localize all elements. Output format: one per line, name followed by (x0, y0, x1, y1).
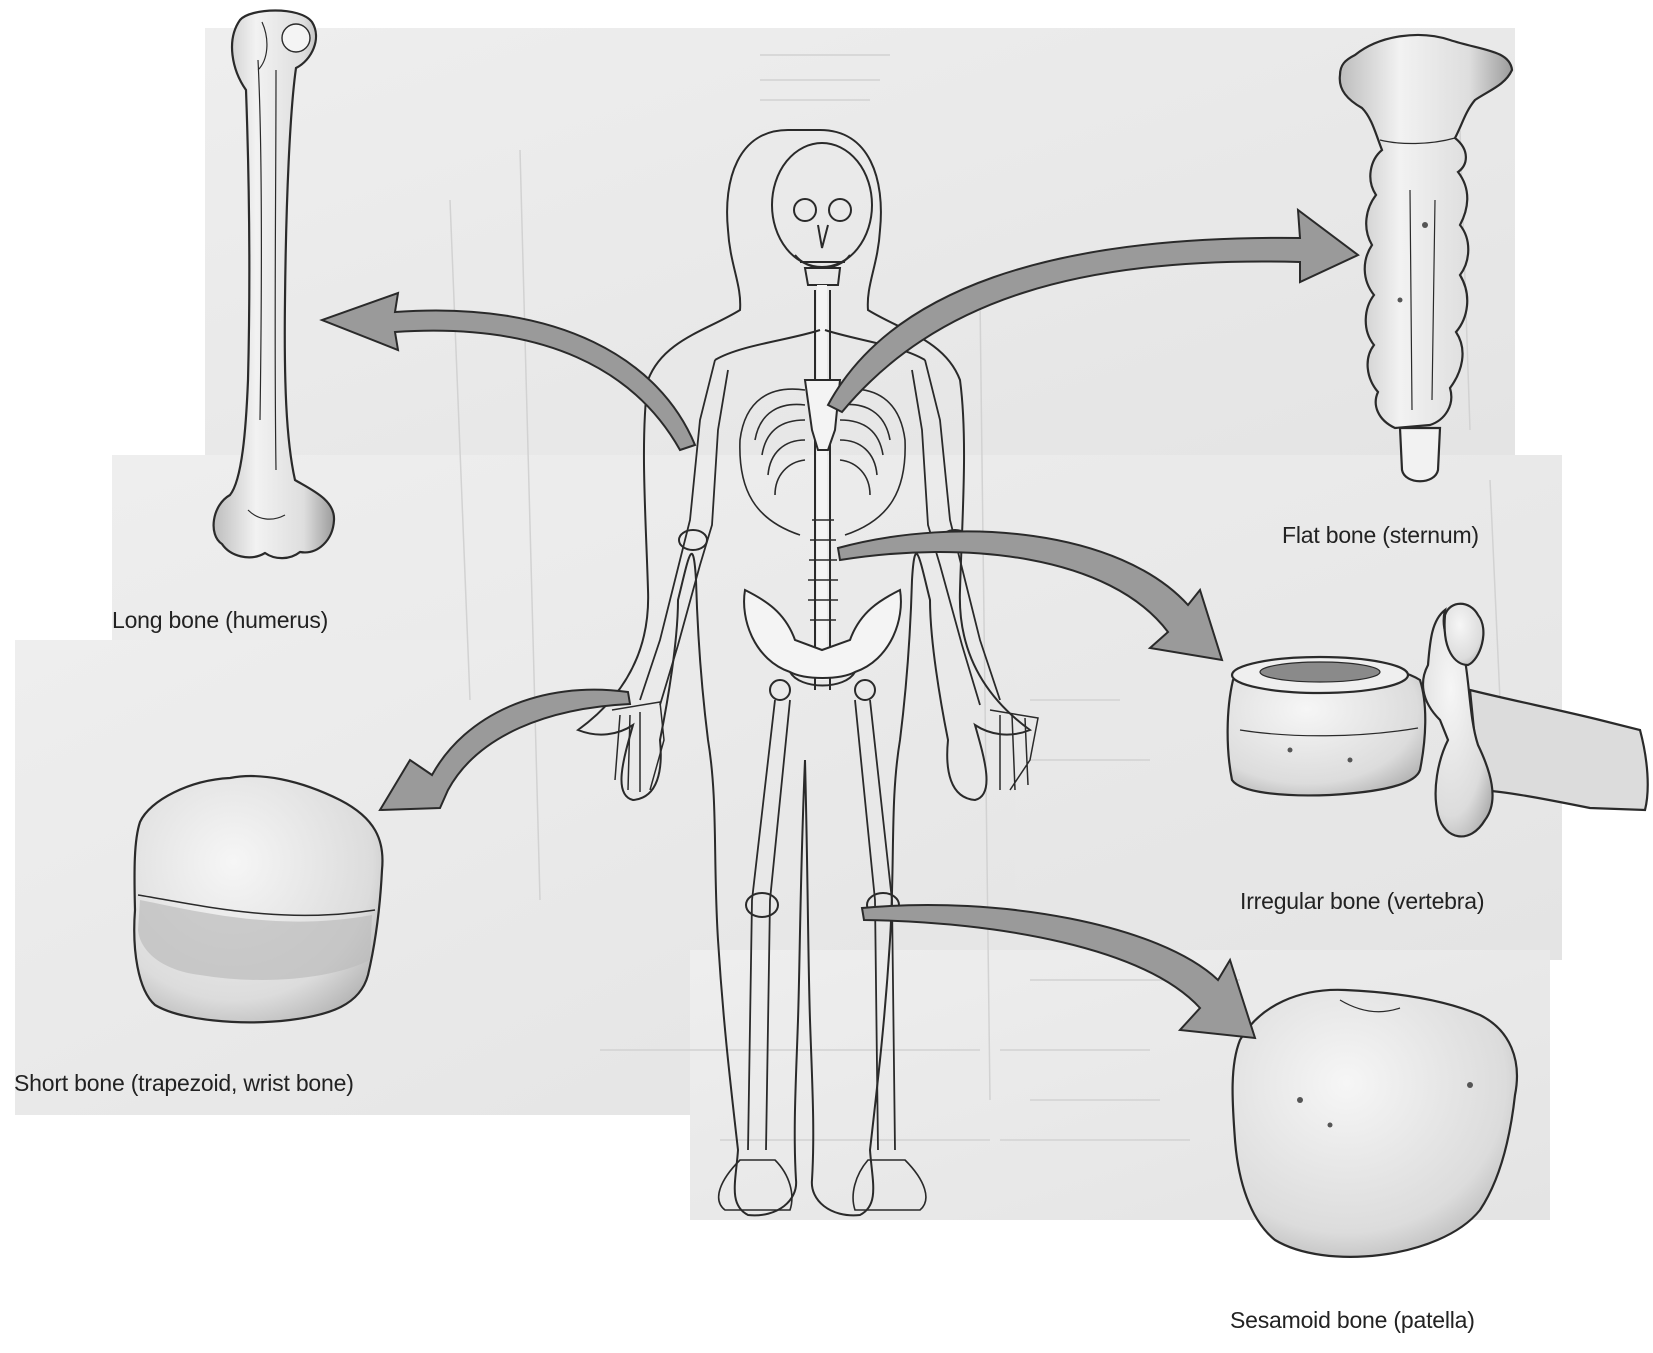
short-bone-label: Short bone (trapezoid, wrist bone) (14, 1070, 354, 1097)
sesamoid-bone-label: Sesamoid bone (patella) (1230, 1307, 1475, 1334)
flat-bone-label: Flat bone (sternum) (1282, 522, 1479, 549)
patella-bone (1233, 990, 1517, 1257)
trapezoid-bone (134, 776, 382, 1022)
long-bone-label: Long bone (humerus) (112, 607, 328, 634)
irregular-bone-label: Irregular bone (vertebra) (1240, 888, 1484, 915)
